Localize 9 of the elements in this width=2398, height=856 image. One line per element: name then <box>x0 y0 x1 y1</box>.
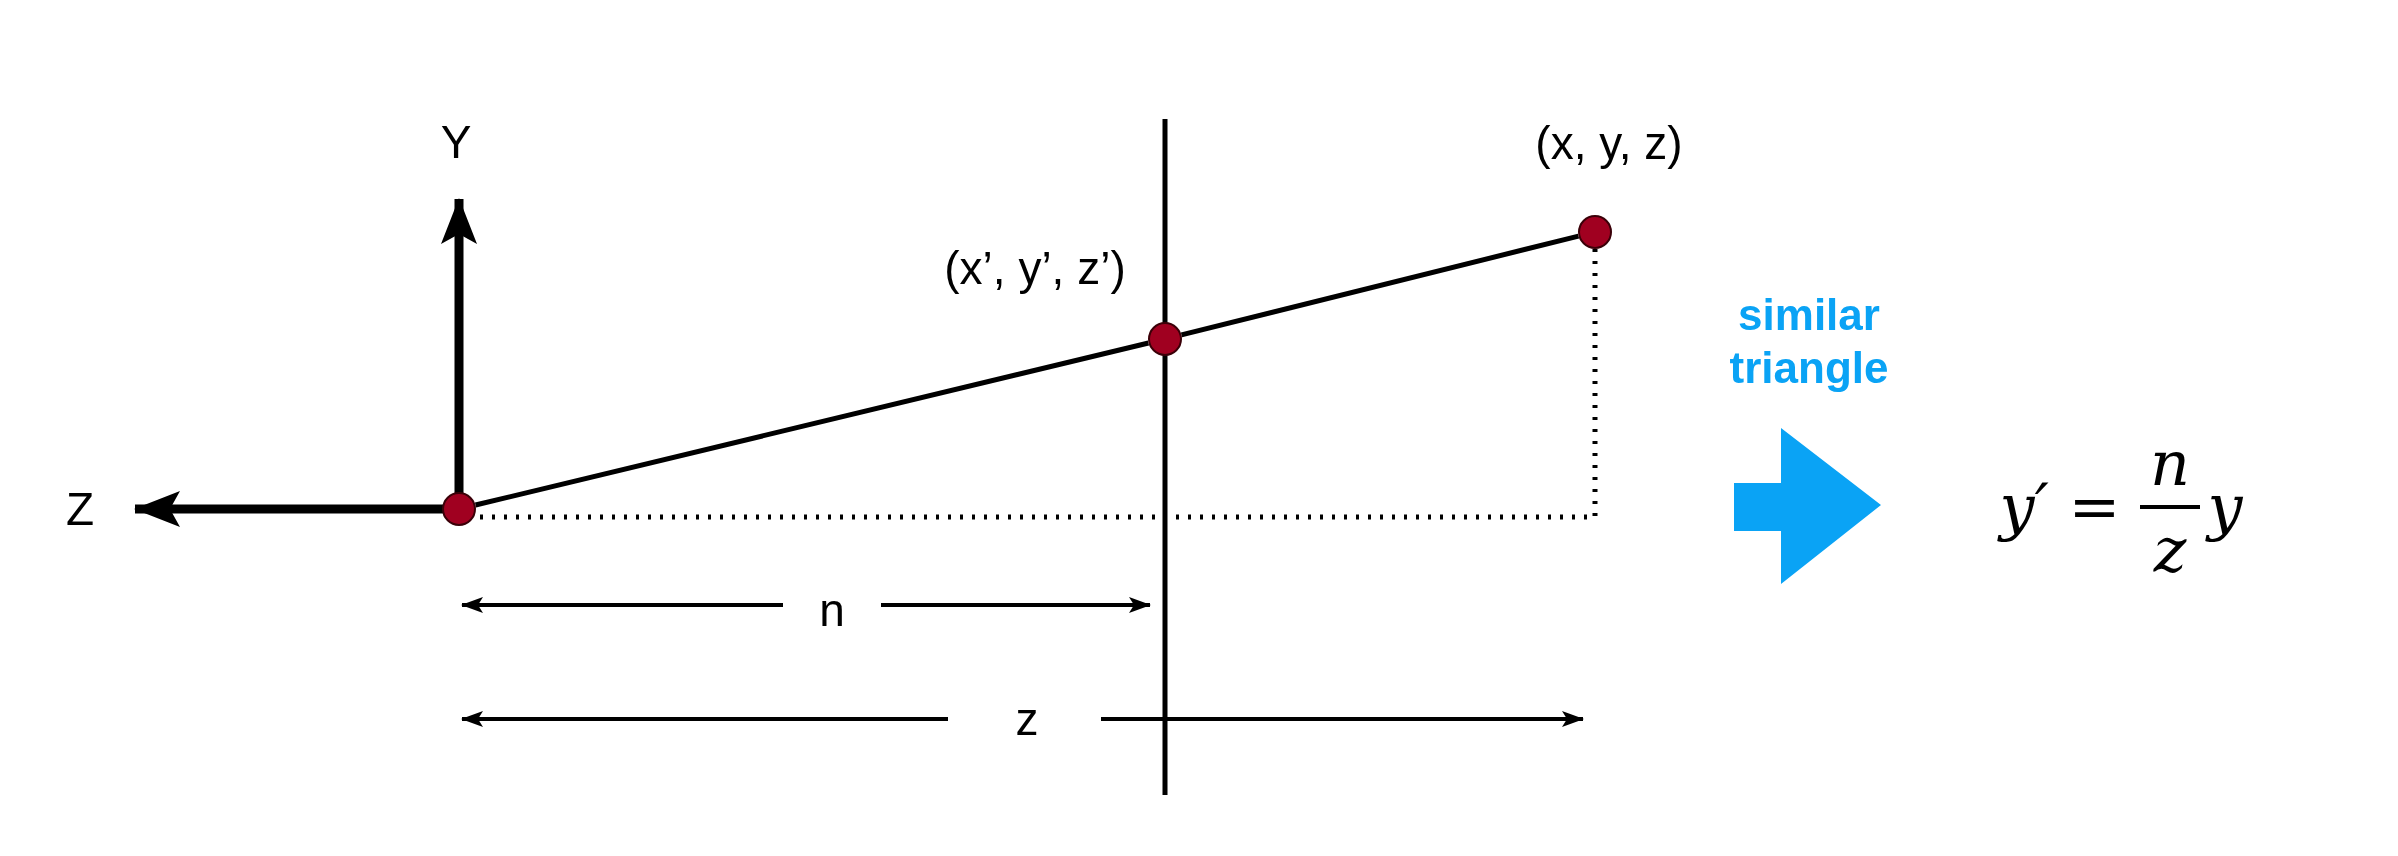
axis-label: Y <box>440 119 472 165</box>
formula-text: n <box>2150 433 2190 495</box>
axis-label: Z <box>65 486 95 532</box>
dimension-label: n <box>819 587 845 633</box>
projection-line <box>474 340 1150 508</box>
formula-text: z <box>2153 519 2187 581</box>
annotation-text: similar triangle <box>1728 289 1890 394</box>
projection-line <box>1180 233 1580 338</box>
dimension-label: z <box>1015 696 1039 742</box>
